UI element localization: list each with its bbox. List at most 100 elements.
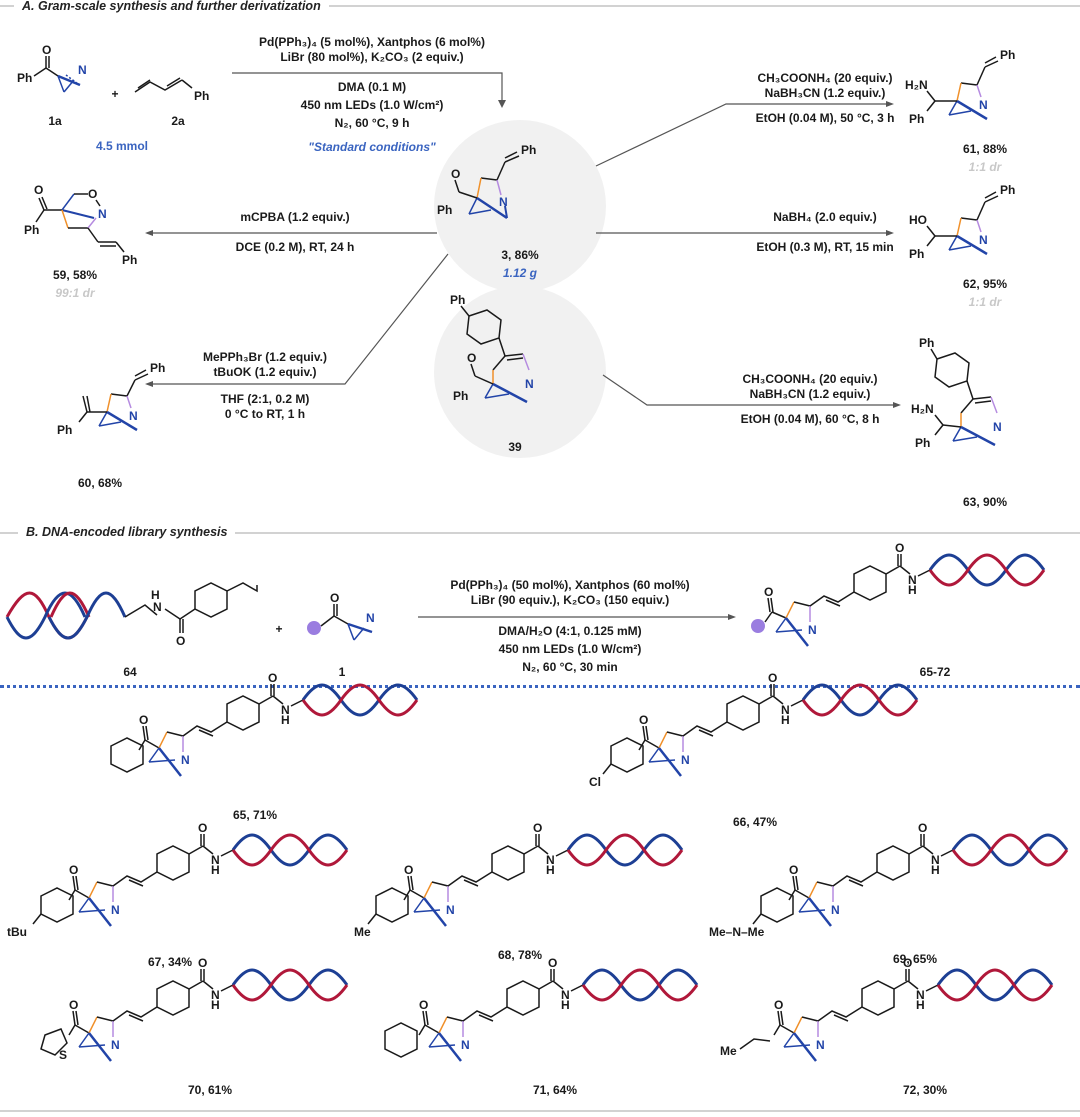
conditions-63-below: EtOH (0.04 M), 60 °C, 8 h bbox=[685, 412, 935, 427]
label-65-72: 65-72 bbox=[919, 665, 951, 679]
atom-o: O bbox=[774, 998, 783, 1012]
atom-ph: Ph bbox=[17, 71, 32, 85]
conditions-63-above: CH₃COONH₄ (20 equiv.) NaBH₃CN (1.2 equiv… bbox=[715, 372, 905, 402]
atom-o: O bbox=[918, 821, 927, 835]
label-63: 63, 90% bbox=[962, 495, 1008, 509]
atom-h: H bbox=[916, 998, 925, 1012]
atom-n: N bbox=[181, 753, 190, 767]
atom-o: O bbox=[548, 956, 557, 970]
dr-61: 1:1 dr bbox=[968, 160, 1002, 174]
atom-ph: Ph bbox=[437, 203, 452, 217]
product-63-structure: Ph N H₂N Ph bbox=[911, 336, 1002, 450]
atom-o: O bbox=[895, 541, 904, 555]
product-39-structure: Ph N O Ph bbox=[450, 293, 534, 404]
atom-o: O bbox=[198, 821, 207, 835]
label-60: 60, 68% bbox=[77, 476, 123, 490]
label-66: 66, 47% bbox=[732, 815, 778, 829]
condition-line: N₂, 60 °C, 30 min bbox=[522, 660, 618, 674]
atom-n: N bbox=[525, 377, 534, 391]
atom-n: N bbox=[281, 703, 290, 717]
label-39: 39 bbox=[508, 440, 522, 454]
atom-n: N bbox=[78, 63, 87, 77]
condition-line: LiBr (80 mol%), K₂CO₃ (2 equiv.) bbox=[280, 50, 464, 64]
label-59: 59, 58% bbox=[52, 268, 98, 282]
section-a-title: A. Gram-scale synthesis and further deri… bbox=[14, 0, 329, 13]
atom-o: O bbox=[198, 956, 207, 970]
condition-line: tBuOK (1.2 equiv.) bbox=[213, 365, 317, 379]
group-label: H₂N bbox=[911, 402, 934, 416]
r-group-placeholder bbox=[307, 621, 321, 635]
label-2a: 2a bbox=[171, 114, 185, 128]
conditions-61-below: EtOH (0.04 M), 50 °C, 3 h bbox=[700, 111, 950, 126]
condition-line: DMA/H₂O (4:1, 0.125 mM) bbox=[498, 624, 642, 638]
dna-strand-icon bbox=[231, 968, 349, 1002]
section-b-rule bbox=[0, 532, 1080, 534]
atom-ph: Ph bbox=[1000, 48, 1015, 62]
atom-n: N bbox=[993, 420, 1002, 434]
atom-ph: Ph bbox=[24, 223, 39, 237]
atom-o: O bbox=[404, 863, 413, 877]
substituent-label: tBu bbox=[7, 925, 27, 939]
atom-ph: Ph bbox=[150, 361, 165, 375]
atom-ph: Ph bbox=[450, 293, 465, 307]
condition-line: mCPBA (1.2 equiv.) bbox=[240, 210, 350, 224]
atom-n: N bbox=[808, 623, 817, 637]
dr-62: 1:1 dr bbox=[968, 295, 1002, 309]
product-3-highlight bbox=[434, 120, 606, 292]
atom-ph: Ph bbox=[521, 143, 536, 157]
section-b-title: B. DNA-encoded library synthesis bbox=[18, 525, 236, 539]
label-69: 69, 65% bbox=[892, 952, 938, 966]
label-64: 64 bbox=[123, 665, 137, 679]
label-61: 61, 88% bbox=[962, 142, 1008, 156]
atom-h: H bbox=[908, 583, 917, 597]
label-1a: 1a bbox=[48, 114, 62, 128]
r-group-placeholder bbox=[751, 619, 765, 633]
condition-line: EtOH (0.04 M), 60 °C, 8 h bbox=[740, 412, 880, 426]
conditions-59-above: mCPBA (1.2 equiv.) bbox=[180, 210, 410, 225]
atom-ph: Ph bbox=[1000, 183, 1015, 197]
atom-o: O bbox=[330, 591, 339, 605]
atom-n: N bbox=[211, 853, 220, 867]
label-62: 62, 95% bbox=[962, 277, 1008, 291]
atom-o: O bbox=[42, 43, 51, 57]
arrow-to-60 bbox=[145, 253, 449, 387]
condition-line: CH₃COONH₄ (20 equiv.) bbox=[742, 372, 878, 386]
reactant-1a-structure: Ph O N bbox=[17, 43, 87, 93]
atom-s: S bbox=[59, 1048, 67, 1062]
condition-line: NaBH₃CN (1.2 equiv.) bbox=[749, 387, 871, 401]
b-conditions-below: DMA/H₂O (4:1, 0.125 mM) 450 nm LEDs (1.0… bbox=[400, 624, 740, 675]
condition-line: DMA (0.1 M) bbox=[337, 80, 407, 94]
group-label: HO bbox=[909, 213, 927, 227]
atom-n: N bbox=[129, 409, 138, 423]
atom-o: O bbox=[451, 167, 460, 181]
b-conditions-above: Pd(PPh₃)₄ (50 mol%), Xantphos (60 mol%) … bbox=[400, 578, 740, 608]
standard-conditions-note: "Standard conditions" bbox=[308, 140, 436, 154]
conditions-62-above: NaBH₄ (2.0 equiv.) bbox=[700, 210, 950, 225]
atom-o: O bbox=[768, 671, 777, 685]
dna-strand-icon bbox=[951, 833, 1069, 867]
condition-line: 450 nm LEDs (1.0 W/cm²) bbox=[498, 642, 642, 656]
atom-n: N bbox=[111, 1038, 120, 1052]
conditions-62-below: EtOH (0.3 M), RT, 15 min bbox=[700, 240, 950, 255]
reactant-1-structure: O N bbox=[307, 591, 375, 641]
atom-ph: Ph bbox=[57, 423, 72, 437]
dotted-separator bbox=[0, 685, 1080, 688]
substituent-label: Cl bbox=[589, 775, 601, 789]
atom-o: O bbox=[34, 183, 43, 197]
atom-o: O bbox=[139, 713, 148, 727]
arrow-to-62 bbox=[596, 230, 894, 236]
atom-ph: Ph bbox=[909, 247, 924, 261]
main-conditions-above: Pd(PPh₃)₄ (5 mol%), Xantphos (6 mol%) Li… bbox=[232, 35, 512, 65]
atom-ph: Ph bbox=[919, 336, 934, 350]
atom-ph: Ph bbox=[453, 389, 468, 403]
dna-strand-icon bbox=[5, 591, 127, 640]
substituent-label: Me–N–Me bbox=[709, 925, 765, 939]
arrow-to-59 bbox=[145, 230, 437, 236]
atom-h: H bbox=[211, 998, 220, 1012]
group-label: H₂N bbox=[905, 78, 928, 92]
atom-o: O bbox=[639, 713, 648, 727]
product-3-structure: Ph N O Ph bbox=[437, 143, 536, 220]
atom-h: H bbox=[931, 863, 940, 877]
